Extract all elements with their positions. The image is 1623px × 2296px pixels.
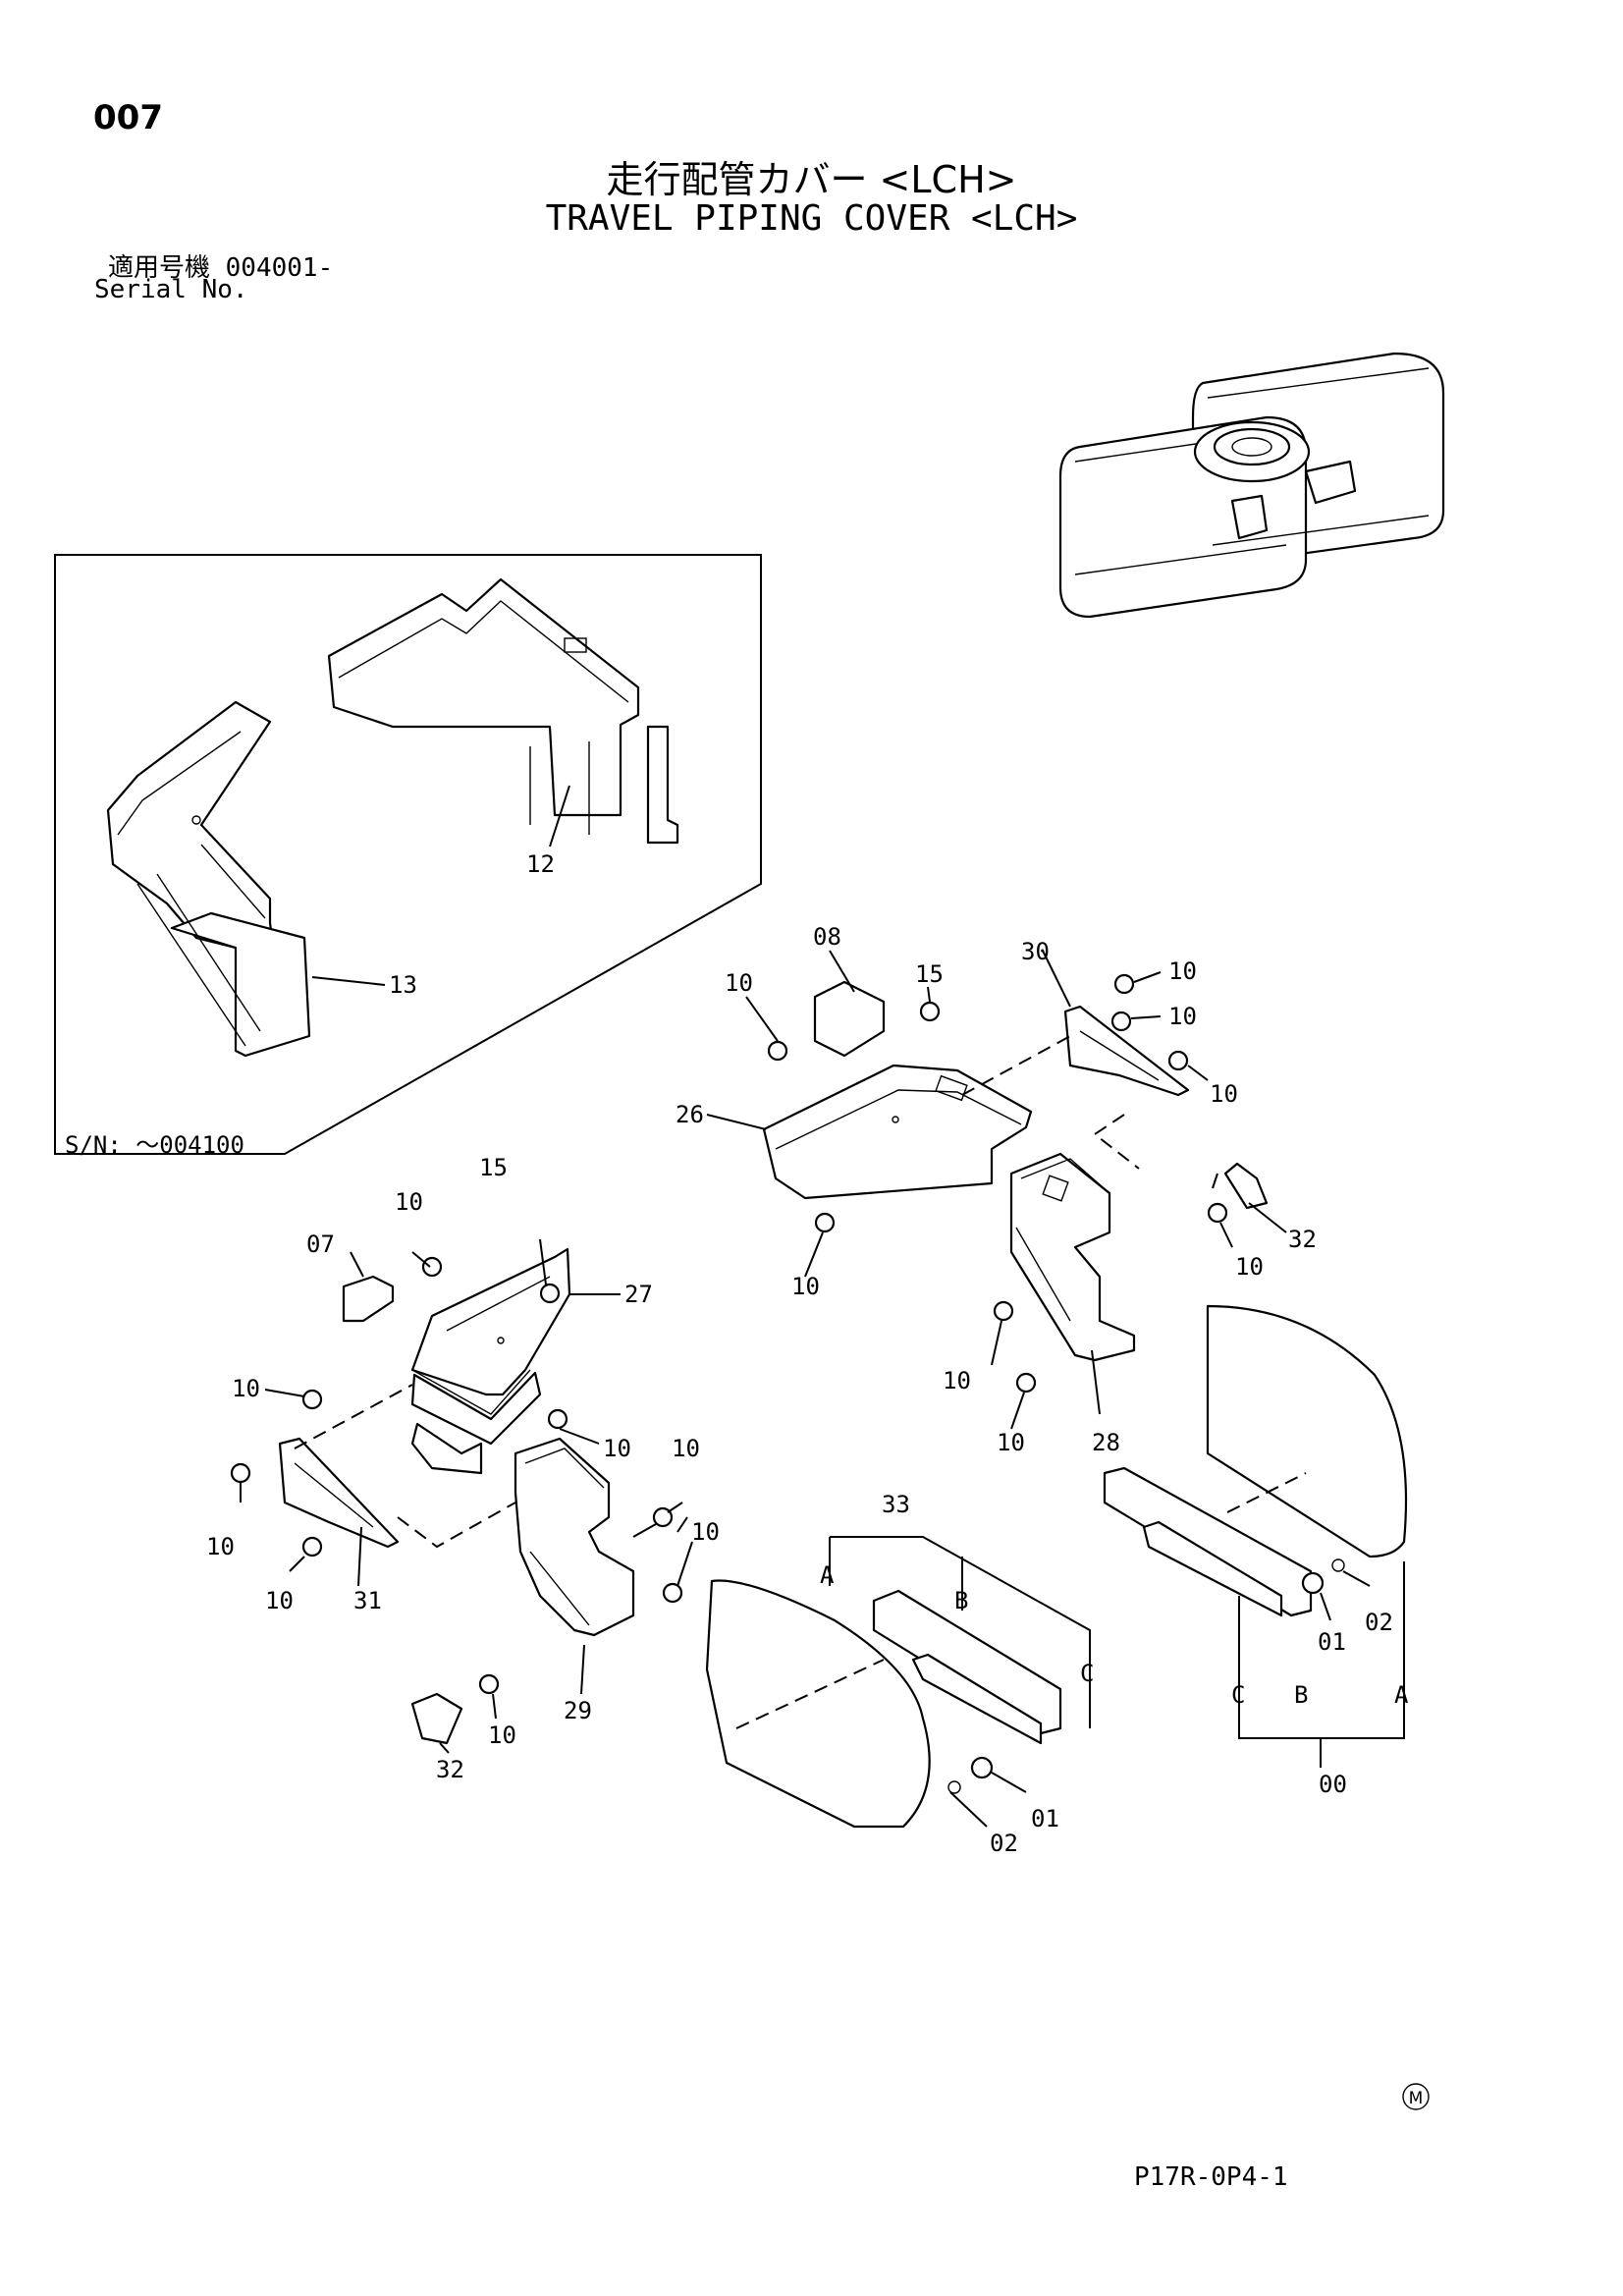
callout-01-right: 01 [1318, 1628, 1346, 1656]
part-30-bracket [1063, 1005, 1190, 1097]
page-title-english: TRAVEL PIPING COVER <LCH> [545, 198, 1078, 239]
callout-10-i: 10 [603, 1435, 631, 1462]
callout-13: 13 [389, 971, 417, 999]
alignment-lines [294, 1035, 1140, 1549]
callout-10-d: 10 [1210, 1080, 1238, 1108]
part-32-lower-clip [410, 1692, 463, 1745]
callout-12: 12 [526, 850, 555, 878]
callout-10-l: 10 [206, 1533, 235, 1560]
part-08-bracket [813, 980, 886, 1058]
callout-15-upper: 15 [915, 960, 944, 988]
callout-A-right: A [1394, 1681, 1409, 1709]
bolt-icons [230, 973, 1345, 1794]
callout-10-j: 10 [672, 1435, 700, 1462]
callout-29: 29 [564, 1697, 592, 1724]
page-number: 007 [93, 98, 163, 137]
serial-label-japanese: 適用号機 004001- [108, 253, 334, 283]
callout-10-g: 10 [395, 1188, 423, 1216]
document-code: P17R-0P4-1 [1134, 2162, 1288, 2192]
leader-lines [240, 971, 1371, 1828]
callout-10-p: 10 [488, 1722, 516, 1749]
callout-10-e: 10 [791, 1273, 820, 1300]
part-12-cover [327, 577, 679, 845]
callout-10-n: 10 [943, 1367, 971, 1394]
callout-02-right: 02 [1365, 1609, 1393, 1636]
page-title-japanese: 走行配管カバー <LCH> [606, 158, 1017, 201]
part-00-fender-set [1103, 1304, 1408, 1617]
callout-10-b: 10 [1168, 957, 1197, 985]
callout-01-left: 01 [1031, 1805, 1059, 1832]
callout-02-left: 02 [990, 1830, 1018, 1857]
part-13-cover [106, 700, 311, 1058]
callout-10-m: 10 [265, 1587, 294, 1614]
part-07-bracket [342, 1275, 395, 1323]
leader-33 [830, 1536, 1091, 1728]
callout-10-k: 10 [691, 1518, 720, 1546]
callout-32-upper: 32 [1288, 1226, 1317, 1253]
callout-10-o: 10 [997, 1429, 1025, 1456]
inset-frame [54, 554, 762, 1155]
callout-C-right: C [1231, 1681, 1245, 1709]
callout-07: 07 [306, 1230, 335, 1258]
part-26-cover [762, 1064, 1033, 1200]
callout-A-left: A [820, 1561, 835, 1589]
callout-08: 08 [813, 923, 841, 951]
serial-label-english: Serial No. [94, 275, 248, 304]
callout-30: 30 [1021, 938, 1050, 965]
callout-15-lower: 15 [479, 1154, 508, 1181]
circled-m-letter: M [1409, 2089, 1424, 2108]
part-31-bracket [278, 1437, 400, 1549]
callout-B-left: B [954, 1587, 968, 1614]
callout-10-h: 10 [232, 1375, 260, 1402]
callout-10-a: 10 [725, 969, 753, 997]
callout-27: 27 [624, 1281, 653, 1308]
callout-28: 28 [1092, 1429, 1120, 1456]
part-33-fender-set [705, 1579, 1062, 1829]
callout-31: 31 [353, 1587, 382, 1614]
callout-10-c: 10 [1168, 1003, 1197, 1030]
part-28-bracket [1009, 1152, 1136, 1362]
callout-B-right: B [1294, 1681, 1308, 1709]
callout-C-left: C [1080, 1660, 1094, 1687]
callout-32-lower: 32 [436, 1756, 464, 1783]
callout-33: 33 [882, 1491, 910, 1518]
leader-00 [1238, 1561, 1405, 1768]
part-32-upper-clip [1223, 1162, 1269, 1210]
leader-33-sub [829, 1537, 963, 1611]
callout-26: 26 [676, 1101, 704, 1128]
undercarriage-thumbnail [1058, 352, 1445, 619]
callout-10-f: 10 [1235, 1253, 1264, 1281]
callout-00: 00 [1319, 1771, 1347, 1798]
part-29-bracket [514, 1437, 635, 1637]
part-27-cover [410, 1247, 571, 1475]
circled-m-mark: M [1402, 2083, 1430, 2110]
